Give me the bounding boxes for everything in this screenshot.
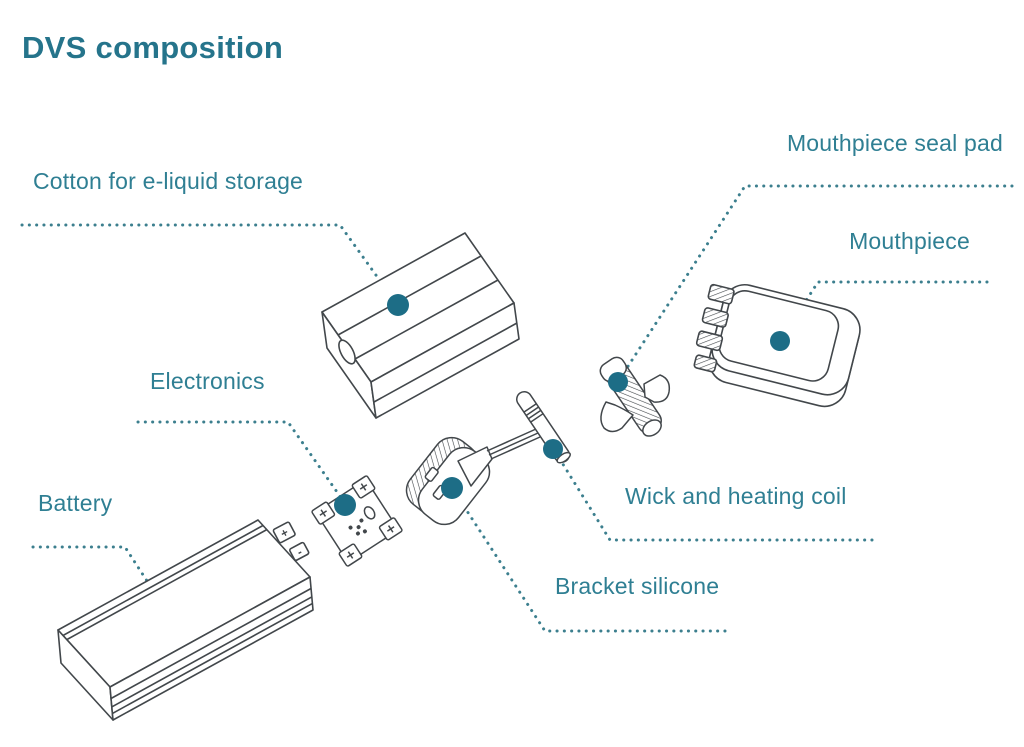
electronics-illustration (311, 475, 403, 567)
label-mouthpiece-seal-pad: Mouthpiece seal pad (786, 130, 1003, 156)
seal-pad-marker-dot (608, 372, 628, 392)
seal-pad-illustration (599, 356, 671, 437)
cotton-leader-line (20, 223, 398, 305)
mouthpiece-marker-dot (770, 331, 790, 351)
label-battery: Battery (38, 490, 113, 516)
cotton-illustration (321, 232, 520, 419)
wick-marker-dot (543, 439, 563, 459)
cotton-marker-dot (387, 294, 409, 316)
bracket-leader-line (452, 489, 727, 633)
wick-leader-line (554, 451, 874, 542)
electronics-marker-dot (334, 494, 356, 516)
label-bracket-silicone: Bracket silicone (555, 573, 720, 599)
bracket-marker-dot (441, 477, 463, 499)
label-wick-heating-coil: Wick and heating coil (625, 483, 847, 509)
label-mouthpiece: Mouthpiece (849, 228, 970, 254)
label-cotton: Cotton for e-liquid storage (33, 168, 304, 194)
mouthpiece-leader-line (780, 280, 989, 340)
page-title: DVS composition (22, 30, 284, 65)
electronics-leader-line (136, 420, 346, 504)
seal-pad-leader-line (619, 184, 1014, 379)
battery-negative-terminal-label: - (294, 545, 304, 559)
label-electronics: Electronics (150, 368, 265, 394)
battery-illustration: + - (57, 519, 314, 721)
wick-coil-illustration (405, 390, 571, 526)
